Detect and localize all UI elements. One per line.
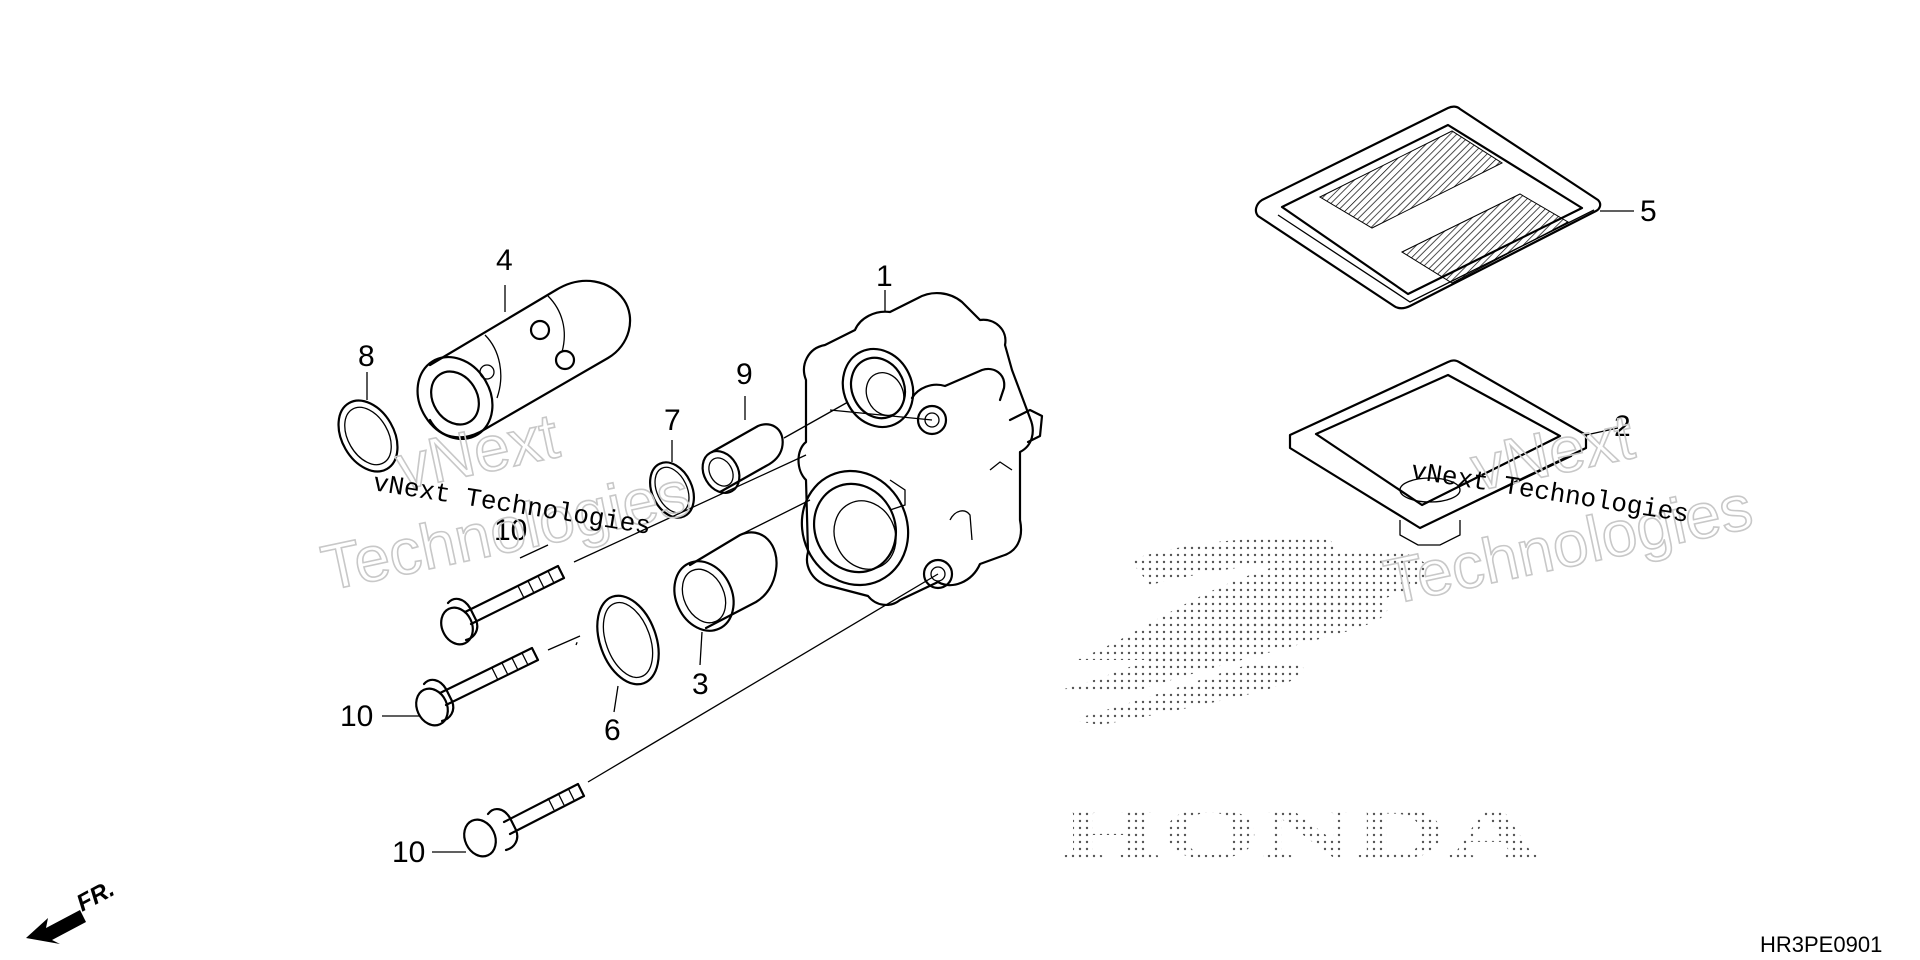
callout-3: 3 (692, 668, 709, 701)
part-10-bolt-upper[interactable] (435, 564, 566, 650)
front-indicator: FR. (26, 875, 119, 944)
callout-labels: 1 2 3 4 5 6 7 8 9 10 10 10 (340, 195, 1657, 869)
part-5-filter-screen[interactable] (1254, 105, 1602, 310)
part-2-strainer-tray[interactable] (1288, 359, 1588, 546)
callout-10-upper: 10 (494, 514, 527, 547)
callout-4: 4 (496, 244, 513, 277)
part-10-bolt-middle[interactable] (410, 646, 540, 731)
callout-5: 5 (1640, 195, 1657, 228)
callout-2: 2 (1614, 410, 1631, 443)
watermark-left: vNext Technologies vNext Technologies (315, 398, 697, 605)
honda-wing-logo: HONDA (1060, 538, 1540, 875)
callout-1: 1 (876, 260, 893, 293)
callout-10-lower: 10 (392, 836, 425, 869)
watermark-right: vNext Technologies vNext Technologies (1377, 399, 1759, 619)
part-9-dowel-pin[interactable] (695, 423, 784, 499)
callout-9: 9 (736, 358, 753, 391)
part-10-bolt-lower[interactable] (458, 782, 586, 862)
callout-6: 6 (604, 714, 621, 747)
part-1-pump-body[interactable] (783, 292, 1044, 606)
honda-brand-text: HONDA (1060, 793, 1540, 875)
part-3-collar[interactable] (663, 531, 778, 640)
callout-10-middle: 10 (340, 700, 373, 733)
part-8-o-ring[interactable] (326, 390, 409, 482)
part-4-valve-sleeve[interactable] (403, 279, 632, 453)
callout-8: 8 (358, 340, 375, 373)
leader-lines (366, 210, 1634, 853)
part-6-o-ring[interactable] (586, 587, 670, 693)
callout-7: 7 (664, 404, 681, 437)
front-arrow-icon (26, 910, 86, 944)
diagram-part-code: HR3PE0901 (1760, 932, 1882, 957)
